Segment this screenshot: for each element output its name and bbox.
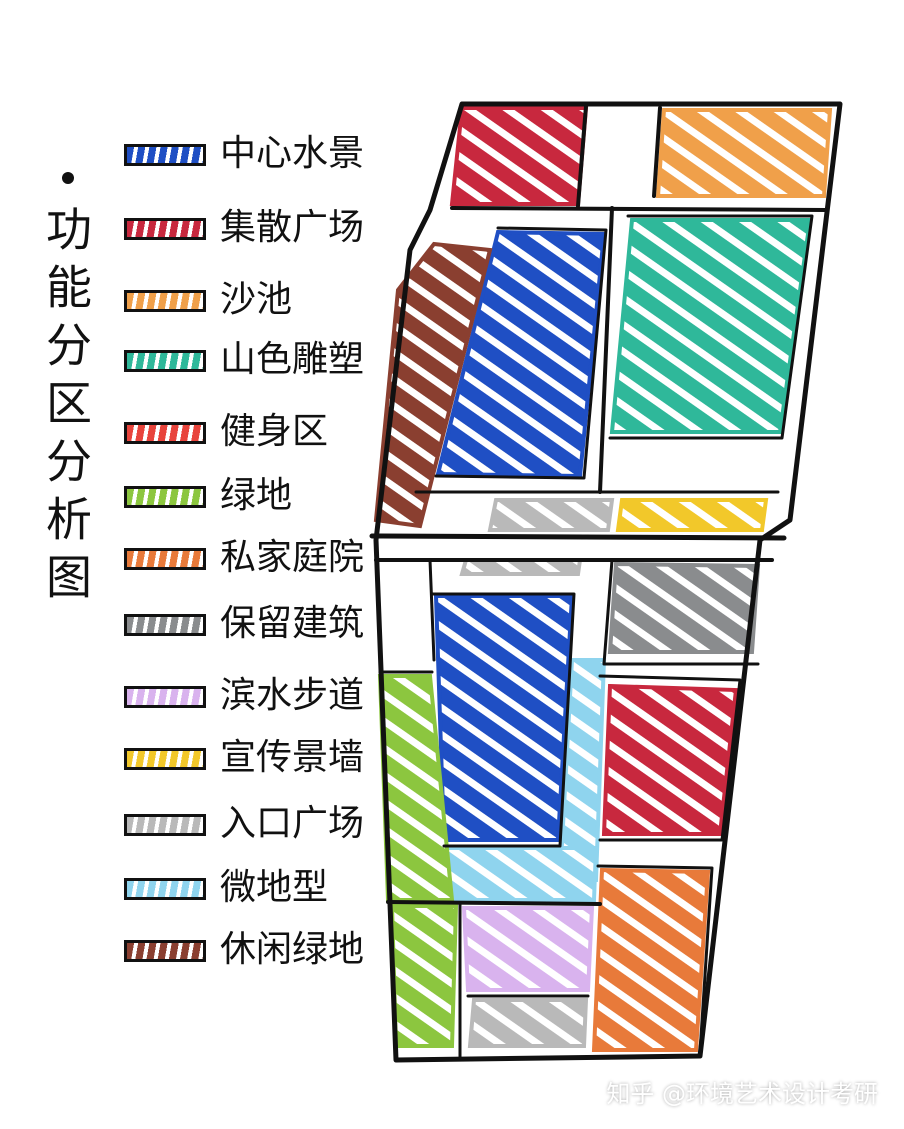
legend-label: 滨水步道 [220, 675, 365, 716]
legend-item: 绿地 [120, 475, 390, 524]
legend-label: 保留建筑 [220, 603, 365, 644]
legend-label: 休闲绿地 [220, 929, 365, 970]
zone-square-east [601, 683, 739, 836]
legend-label: 宣传景墙 [220, 737, 365, 778]
mid-edge-west [428, 558, 436, 662]
legend-label: 入口广场 [220, 803, 365, 844]
legend-item: 山色雕塑 [120, 339, 390, 388]
title-bullet [62, 172, 74, 184]
legend-item: 健身区 [120, 411, 390, 460]
hatch-swatch [124, 614, 206, 636]
site-boundary [373, 101, 843, 1063]
legend-item: 保留建筑 [120, 603, 390, 652]
zone-sand-top [655, 108, 833, 198]
zone-kept-building [607, 561, 761, 654]
legend-item: 中心水景 [120, 133, 390, 182]
legend-label: 私家庭院 [220, 537, 365, 578]
hatch-swatch [124, 686, 206, 708]
legend-label: 集散广场 [220, 207, 365, 248]
legend-item: 私家庭院 [120, 537, 390, 586]
hatch-swatch [124, 814, 206, 836]
diagram-title: 功能分区分析图 [39, 205, 93, 611]
hatch-swatch [124, 218, 206, 240]
sculpture-edge [608, 214, 814, 440]
zone-private-courtyard [591, 867, 711, 1052]
legend-label: 山色雕塑 [220, 339, 365, 380]
legend-item: 沙池 [120, 279, 390, 328]
zone-entry-mid [487, 498, 615, 532]
legend-label: 健身区 [220, 411, 329, 452]
square-east-edge [598, 674, 742, 842]
legend-item: 宣传景墙 [120, 737, 390, 786]
road-edge-c [598, 206, 614, 494]
zone-water-north [435, 229, 607, 479]
legend-label: 微地型 [220, 867, 329, 908]
zone-micro-relief-south [443, 846, 599, 902]
legend-item: 休闲绿地 [120, 929, 390, 978]
legend-item: 滨水步道 [120, 675, 390, 724]
main-road-north [369, 533, 787, 541]
zone-waterside-walk [461, 906, 595, 992]
kept-edge [602, 558, 760, 666]
hatch-swatch [124, 940, 206, 962]
legend-label: 沙池 [220, 279, 293, 320]
hatch-swatch [124, 748, 206, 770]
legend-item: 集散广场 [120, 207, 390, 256]
hatch-swatch [124, 486, 206, 508]
zone-entry-south [467, 998, 589, 1048]
zone-green-south [389, 904, 459, 1048]
block-divider [386, 900, 602, 906]
legend-item: 微地型 [120, 867, 390, 916]
legend-item: 入口广场 [120, 803, 390, 852]
water-north-edge [434, 226, 608, 480]
water-south-edge [430, 592, 576, 848]
hatch-swatch [124, 422, 206, 444]
zone-entry-strip [459, 558, 583, 576]
zone-square-top [449, 106, 589, 206]
hatch-swatch [124, 878, 206, 900]
hatch-swatch [124, 144, 206, 166]
road-edge-b [652, 106, 662, 198]
legend-label: 绿地 [220, 475, 293, 516]
hatch-swatch [124, 290, 206, 312]
watermark: 知乎 @环境艺术设计考研 [606, 1080, 878, 1108]
road-edge-a [576, 104, 588, 208]
legend-label: 中心水景 [220, 133, 365, 174]
hatch-swatch [124, 548, 206, 570]
hatch-swatch [124, 350, 206, 372]
zone-water-south [433, 594, 575, 842]
zone-promo-wall [615, 498, 769, 532]
zone-sculpture [609, 218, 813, 434]
road-edge-north [450, 206, 828, 212]
courtyard-edge [596, 864, 714, 1054]
